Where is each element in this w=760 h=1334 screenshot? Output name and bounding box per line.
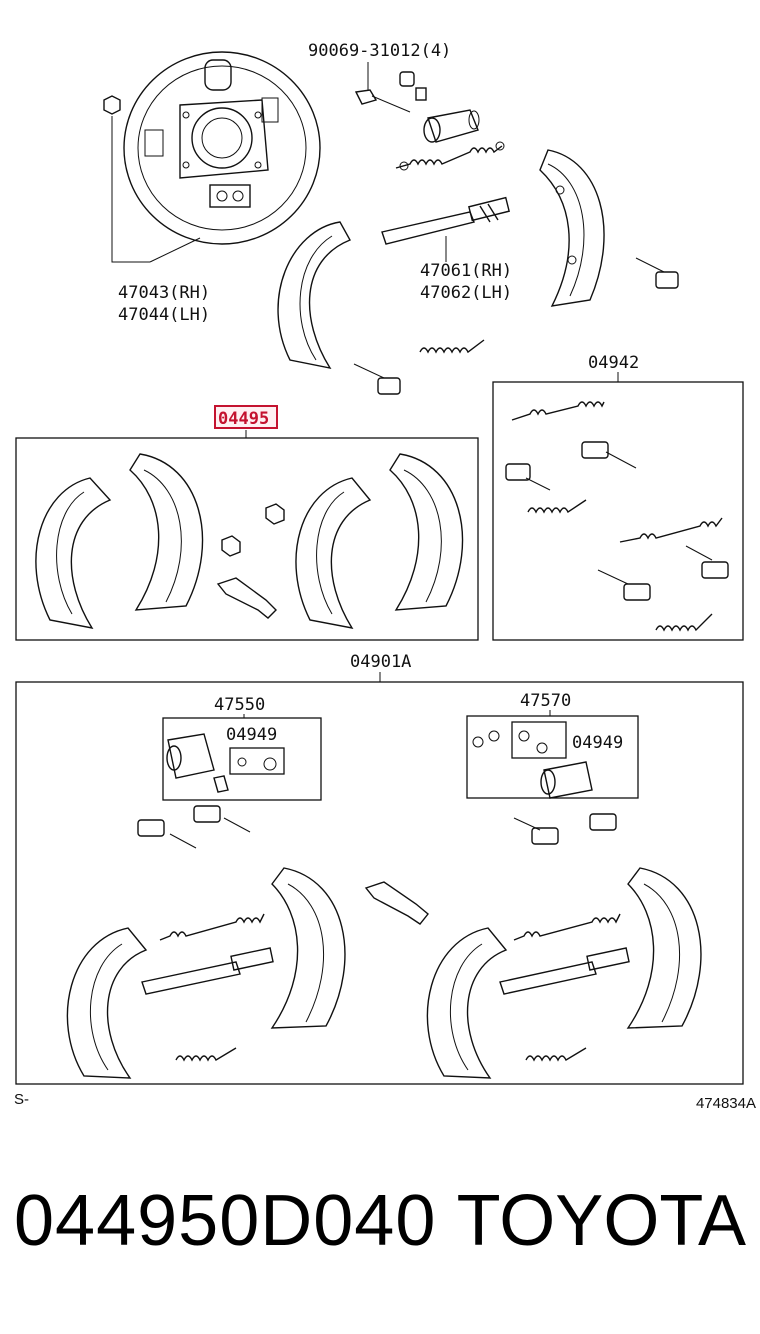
label-cyl-right-kit: 04949 [572,733,623,753]
pin-clip-icon [597,545,729,601]
pin-clip-icon [137,805,251,849]
leader-plate [111,116,150,263]
brake-shoe-icon [66,927,148,1079]
grease-tube-icon [216,577,277,619]
part-number: 044950D040 [14,1181,437,1261]
brake-shoe-icon [277,221,351,370]
leader-plate-2 [149,237,201,263]
brand-name: TOYOTA [456,1181,746,1261]
brake-shoe-icon [270,867,346,1029]
label-bolt: 90069-31012(4) [308,41,451,61]
wheel-cylinder-icon [166,733,277,793]
brake-shoe-icon [35,477,112,629]
label-adjuster-rh: 47061(RH) [420,261,512,281]
label-kit-04942: 04942 [588,353,639,373]
nut-icon [103,95,121,115]
spring-icon [655,613,713,632]
corner-label-right: 474834A [696,1095,756,1112]
corner-label-left: S- [14,1091,29,1108]
kit-04901a-box [15,681,744,1085]
spring-icon [159,913,265,1062]
label-cyl-right: 47570 [520,691,571,711]
brake-shoe-icon [626,867,702,1029]
label-kit-04901a: 04901A [350,652,411,672]
brake-shoe-icon [539,149,605,307]
wheel-cylinder-icon [399,71,480,143]
brake-shoe-icon [295,477,372,629]
adjuster-icon [499,947,630,995]
label-cyl-left-kit: 04949 [226,725,277,745]
label-plate-rh: 47043(RH) [118,283,210,303]
pin-clip-icon [513,813,617,845]
label-kit-04495[interactable]: 04495 [218,409,269,429]
footer: 044950D040 TOYOTA [0,1180,760,1290]
adjuster-icon [381,196,510,245]
bolt-icon [354,89,411,113]
brake-shoe-icon [389,453,464,611]
label-plate-lh: 47044(LH) [118,305,210,325]
exploded-diagram: 47043(RH) 47044(LH) 90069-31012(4) 47061… [14,41,756,1112]
kit-04942-box [492,381,744,641]
nut-icon [221,503,285,557]
cyl-left-box [162,717,322,801]
spring-icon [419,339,485,354]
grease-tube-icon [364,881,429,925]
brake-shoe-icon [426,927,508,1079]
backing-plate-icon [123,51,321,245]
adjuster-icon [141,947,274,995]
spring-icon [395,141,505,171]
wheel-cylinder-icon [472,730,593,799]
spring-icon [527,499,723,543]
pin-clip-icon [635,257,679,289]
spring-icon [511,401,605,421]
kit-04495-box [15,437,479,641]
spring-icon [513,913,621,1062]
pin-clip-icon [353,363,401,395]
brake-shoe-icon [129,453,204,611]
cyl-right-kit-box [511,721,567,759]
pin-clip-icon [505,441,637,491]
label-adjuster-lh: 47062(LH) [420,283,512,303]
label-cyl-left: 47550 [214,695,265,715]
highlight-frame [214,405,278,429]
cyl-left-kit-box [229,747,285,775]
cyl-right-box [466,715,639,799]
